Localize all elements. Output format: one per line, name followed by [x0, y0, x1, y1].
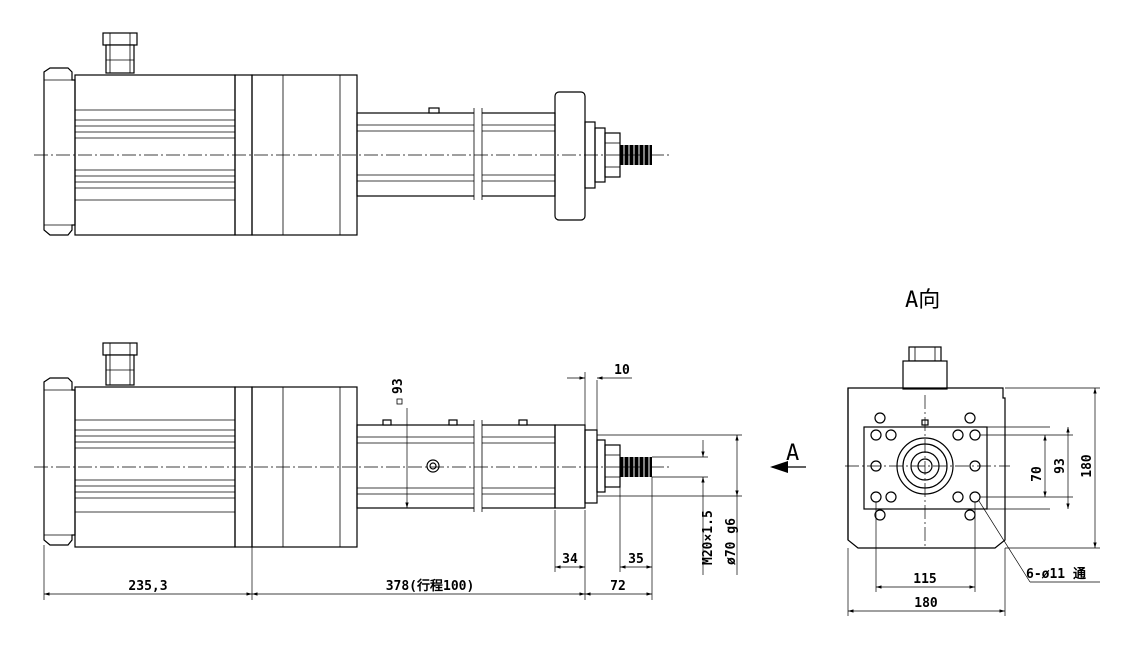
dim-flange-size-h: 180 — [914, 596, 938, 611]
dim-flange-diameter: ø70 g6 — [724, 518, 739, 565]
mounting-plate — [863, 426, 988, 510]
front-view — [34, 342, 670, 548]
dim-hole-pattern-70: 70 — [1030, 466, 1045, 482]
dim-hole-pattern-115: 115 — [913, 572, 936, 587]
dim-flange-thickness: 10 — [614, 363, 630, 378]
dim-flange-size-v: 180 — [1080, 454, 1095, 478]
dim-rod-extension: 72 — [610, 579, 626, 594]
direction-arrow-label: A — [786, 441, 799, 466]
view-label: A向 — [905, 288, 940, 313]
a-view: A向 — [845, 288, 1100, 616]
top-view — [34, 32, 670, 236]
front-motor-endcap — [43, 377, 76, 546]
dim-hole-pattern-93: 93 — [1053, 458, 1068, 474]
dim-motor-length: 235,3 — [128, 579, 167, 594]
front-connector — [102, 342, 138, 386]
dim-profile-height: 93 — [391, 378, 406, 394]
top-adapter — [234, 74, 358, 236]
top-motor-endcap — [43, 67, 76, 236]
dim-hole-callout: 6-ø11 通 — [1026, 566, 1086, 582]
front-dimensions: 235,3 378(行程100) 72 34 35 10 93 M20×1.5 — [43, 363, 742, 600]
mounting-holes — [870, 412, 981, 521]
dim-thread-length: 35 — [628, 552, 644, 567]
front-profile — [356, 418, 556, 514]
front-flange — [554, 424, 621, 509]
top-connector — [102, 32, 138, 74]
dim-rod-thread: M20×1.5 — [701, 510, 716, 565]
dim-flange-offset: 34 — [562, 552, 578, 567]
motor-flange-outline — [847, 387, 1006, 549]
top-profile — [356, 105, 556, 203]
view-direction-indicator: A — [770, 441, 806, 473]
top-flange — [554, 91, 621, 221]
dim-body-length: 378(行程100) — [386, 578, 475, 594]
